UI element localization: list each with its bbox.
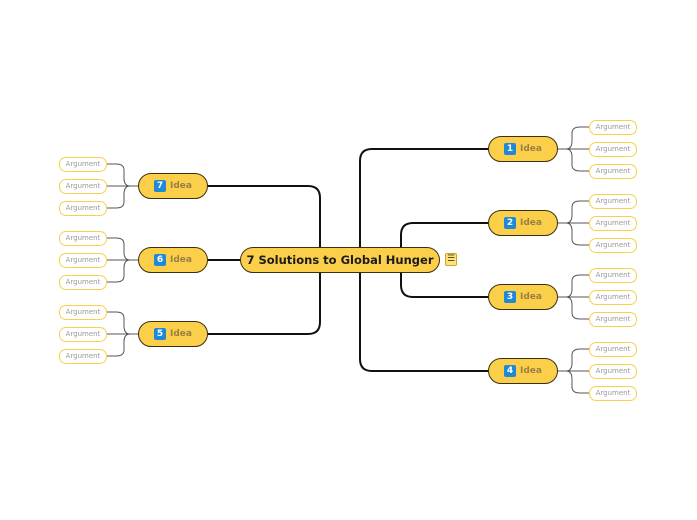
number-badge-icon: 3 bbox=[504, 291, 517, 303]
idea-label: Idea bbox=[170, 329, 192, 339]
argument-connector bbox=[106, 237, 139, 261]
idea-label: Idea bbox=[520, 366, 542, 376]
argument-node[interactable]: Argument bbox=[589, 385, 637, 401]
argument-connector bbox=[106, 259, 139, 283]
branch-line bbox=[400, 222, 489, 236]
argument-node[interactable]: Argument bbox=[589, 193, 637, 209]
branch-line bbox=[207, 185, 321, 261]
idea-label: Idea bbox=[170, 255, 192, 265]
argument-node[interactable]: Argument bbox=[589, 237, 637, 253]
branch-line bbox=[359, 148, 489, 261]
argument-node[interactable]: Argument bbox=[589, 311, 637, 327]
branch-line bbox=[400, 284, 489, 298]
idea-label: Idea bbox=[520, 292, 542, 302]
central-topic[interactable]: 7 Solutions to Global Hunger bbox=[240, 247, 440, 273]
argument-node[interactable]: Argument bbox=[59, 200, 107, 216]
number-badge-icon: 6 bbox=[154, 254, 167, 266]
note-icon[interactable]: ☰ bbox=[445, 253, 457, 266]
argument-node[interactable]: Argument bbox=[59, 274, 107, 290]
branch-line bbox=[207, 259, 321, 335]
argument-connector bbox=[557, 222, 590, 246]
number-badge-icon: 2 bbox=[504, 217, 517, 229]
argument-connector bbox=[557, 126, 590, 150]
number-badge-icon: 7 bbox=[154, 180, 167, 192]
argument-node[interactable]: Argument bbox=[59, 230, 107, 246]
number-badge-icon: 5 bbox=[154, 328, 167, 340]
argument-connector bbox=[557, 296, 590, 320]
argument-node[interactable]: Argument bbox=[59, 252, 107, 268]
argument-connector bbox=[557, 274, 590, 298]
central-topic-label: 7 Solutions to Global Hunger bbox=[246, 253, 434, 267]
argument-node[interactable]: Argument bbox=[59, 326, 107, 342]
argument-node[interactable]: Argument bbox=[589, 289, 637, 305]
idea-label: Idea bbox=[520, 218, 542, 228]
argument-connector bbox=[557, 348, 590, 372]
argument-node[interactable]: Argument bbox=[589, 363, 637, 379]
argument-connector bbox=[106, 333, 139, 357]
argument-node[interactable]: Argument bbox=[589, 267, 637, 283]
argument-node[interactable]: Argument bbox=[59, 304, 107, 320]
argument-connector bbox=[106, 185, 139, 209]
argument-connector bbox=[106, 311, 139, 335]
idea-label: Idea bbox=[170, 181, 192, 191]
argument-node[interactable]: Argument bbox=[589, 163, 637, 179]
argument-node[interactable]: Argument bbox=[589, 141, 637, 157]
argument-connector bbox=[557, 148, 590, 172]
argument-connector bbox=[557, 370, 590, 394]
argument-connector bbox=[557, 200, 590, 224]
argument-node[interactable]: Argument bbox=[59, 178, 107, 194]
argument-node[interactable]: Argument bbox=[589, 341, 637, 357]
branch-line bbox=[359, 259, 489, 372]
argument-node[interactable]: Argument bbox=[589, 215, 637, 231]
number-badge-icon: 1 bbox=[504, 143, 517, 155]
idea-label: Idea bbox=[520, 144, 542, 154]
argument-node[interactable]: Argument bbox=[589, 119, 637, 135]
argument-node[interactable]: Argument bbox=[59, 156, 107, 172]
argument-connector bbox=[106, 163, 139, 187]
argument-node[interactable]: Argument bbox=[59, 348, 107, 364]
number-badge-icon: 4 bbox=[504, 365, 517, 377]
